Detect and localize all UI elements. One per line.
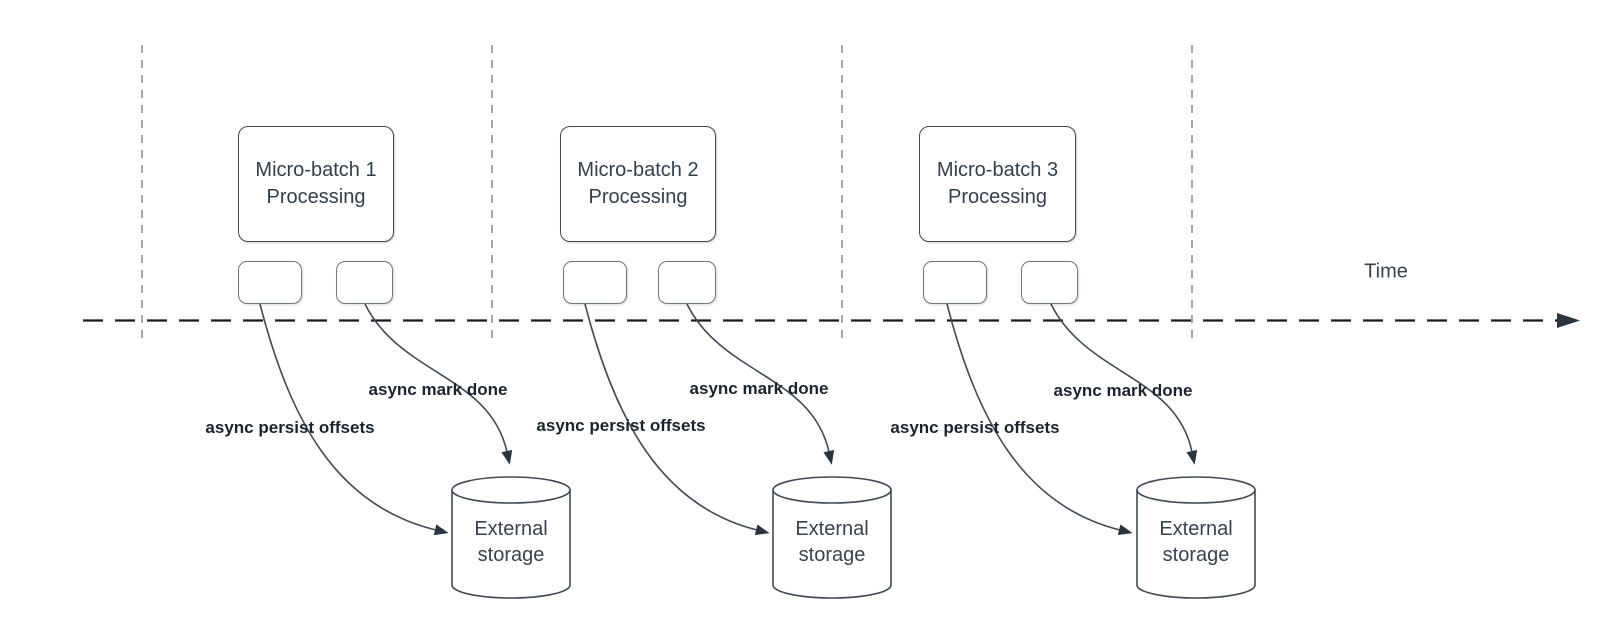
persist-offsets-label-1: async persist offsets [205,418,375,437]
external-storage-cylinder-2 [772,476,892,599]
time-axis-arrowhead-icon [1557,313,1580,328]
mark-done-arrow-2 [686,303,835,465]
offset-task-box-2 [563,261,627,304]
mark-done-arrow-3 [1050,303,1198,465]
micro-batch-3-label: Micro-batch 3 Processing [936,159,1059,208]
mark-done-label-3: async mark done [1053,381,1193,400]
persist-offsets-arrow-1 [259,303,449,536]
micro-batch-2-label: Micro-batch 2 Processing [577,159,699,208]
persist-offsets-label-2: async persist offsets [536,416,706,435]
external-storage-label-1: External storage [474,518,548,566]
time-label: Time [1364,260,1408,283]
offset-task-box-3 [923,261,987,304]
persist-offsets-arrow-3 [946,303,1133,536]
micro-batch-2-box: Micro-batch 2 Processing [560,126,716,242]
micro-batch-1-box: Micro-batch 1 Processing [238,126,394,242]
mark-done-label-2: async mark done [689,379,829,398]
done-task-box-2 [658,261,716,304]
offset-task-box-1 [238,261,302,304]
external-storage-cylinder-3 [1136,476,1256,599]
persist-offsets-label-3: async persist offsets [890,418,1060,437]
micro-batch-3-box: Micro-batch 3 Processing [919,126,1076,242]
external-storage-label-3: External storage [1159,518,1233,566]
external-storage-label-2: External storage [795,518,869,566]
done-task-box-1 [336,261,393,304]
done-task-box-3 [1021,261,1078,304]
mark-done-label-1: async mark done [368,380,508,399]
external-storage-cylinder-1 [451,476,571,599]
mark-done-arrow-1 [364,303,513,465]
persist-offsets-arrow-2 [584,303,770,536]
micro-batch-1-label: Micro-batch 1 Processing [255,159,377,208]
